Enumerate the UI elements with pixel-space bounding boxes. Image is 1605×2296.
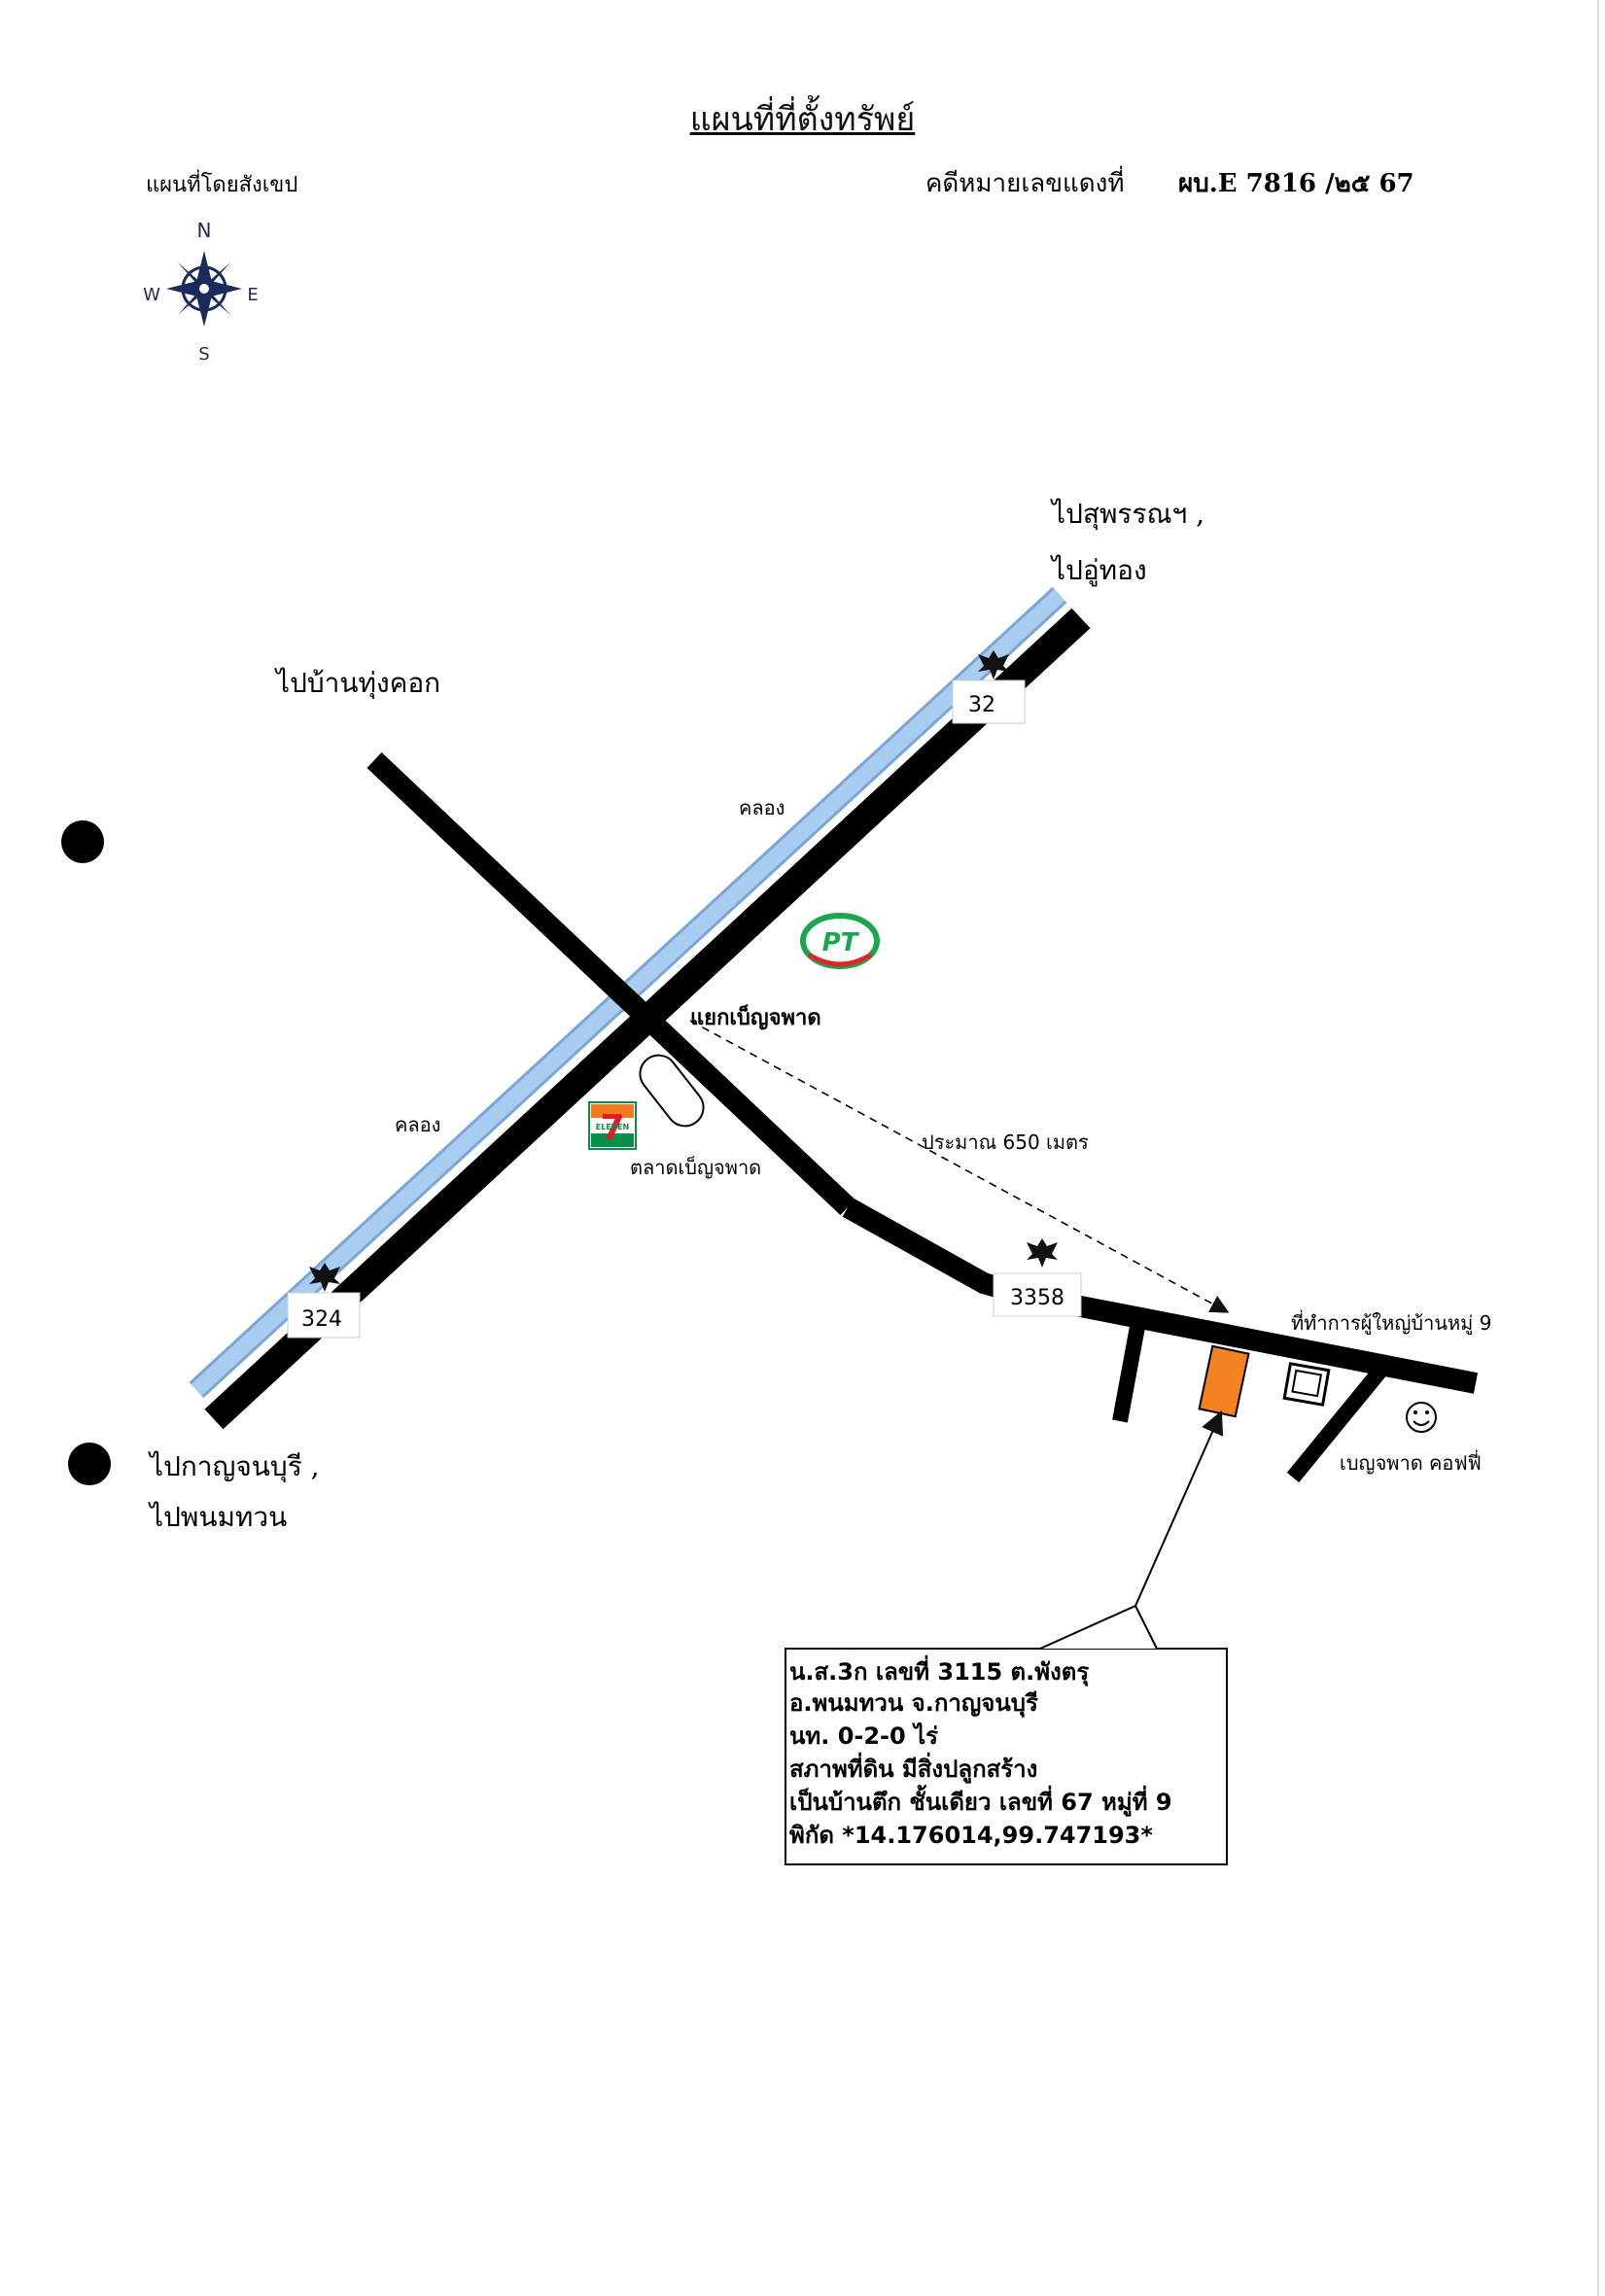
direction-uthong: ไปอู่ทอง bbox=[1050, 554, 1147, 587]
property-callout: น.ส.3ก เลขที่ 3115 ต.พังตรุ อ.พนมทวน จ.ก… bbox=[785, 1410, 1228, 1865]
map-type-label: แผนที่โดยสังเขป bbox=[146, 169, 297, 197]
canal-label-north: คลอง bbox=[739, 796, 785, 819]
road-3358-label: 3358 bbox=[1010, 1286, 1064, 1310]
direction-kanchanaburi: ไปกาญจนบุรี , bbox=[148, 1450, 320, 1483]
property-info-line-1: น.ส.3ก เลขที่ 3115 ต.พังตรุ bbox=[789, 1654, 1089, 1687]
road-324-box bbox=[287, 1292, 361, 1339]
smiley-icon bbox=[1406, 1402, 1437, 1433]
compass-north: N bbox=[197, 219, 212, 242]
garuda-emblem-icon bbox=[978, 650, 1009, 679]
road-thung-khok bbox=[366, 752, 855, 1215]
direction-suphan: ไปสุพรรณฯ , bbox=[1050, 498, 1204, 531]
page-title: แผนที่ที่ตั้งทรัพย์ bbox=[689, 100, 916, 139]
compass-south: S bbox=[198, 344, 209, 365]
punch-hole-bottom bbox=[68, 1443, 111, 1485]
direction-phanom-thuan: ไปพนมทวน bbox=[148, 1501, 287, 1533]
distance-label: ประมาณ 650 เมตร bbox=[922, 1131, 1089, 1154]
garuda-emblem-icon bbox=[309, 1263, 340, 1292]
road-32-box bbox=[952, 679, 1026, 724]
compass-west: W bbox=[143, 285, 160, 305]
seven-eleven-numeral: 7 bbox=[600, 1108, 624, 1148]
property-info-line-5: เป็นบ้านตึก ชั้นเดียว เลขที่ 67 หมู่ที่ … bbox=[789, 1784, 1172, 1817]
market-building bbox=[639, 1054, 705, 1128]
distance-line bbox=[689, 1020, 1230, 1313]
case-number: ผบ.E 7816 /๒๕ 67 bbox=[1178, 169, 1414, 198]
road-324-label: 324 bbox=[301, 1307, 342, 1332]
direction-thung-khok: ไปบ้านทุ่งคอก bbox=[274, 667, 440, 700]
headman-office-label: ที่ทำการผู้ใหญ่บ้านหมู่ 9 bbox=[1291, 1309, 1491, 1336]
local-road-east bbox=[1028, 1286, 1479, 1394]
junction-label: แยกเบ็ญจพาด bbox=[690, 1003, 821, 1030]
pt-station-logo: PT bbox=[800, 913, 880, 969]
side-lane-1 bbox=[1112, 1314, 1147, 1423]
seven-eleven-logo: 7 ELEVEN bbox=[588, 1101, 637, 1150]
property-info-line-2: อ.พนมทวน จ.กาญจนบุรี bbox=[789, 1689, 1038, 1719]
coffee-shop-label: เบญจพาด คอฟฟี่ bbox=[1340, 1449, 1482, 1475]
garuda-emblem-icon bbox=[1027, 1238, 1058, 1268]
property-info-line-3: นท. 0-2-0 ไร่ bbox=[789, 1722, 938, 1750]
pt-logo-text: PT bbox=[822, 928, 860, 957]
headman-office-icon bbox=[1282, 1362, 1331, 1407]
side-lane-2 bbox=[1286, 1365, 1387, 1483]
callout-arrow bbox=[1134, 1410, 1224, 1607]
property-info-line-4: สภาพที่ดิน มีสิ่งปลูกสร้าง bbox=[789, 1752, 1037, 1784]
property-info-line-6: พิกัด *14.176014,99.747193* bbox=[789, 1822, 1153, 1849]
road-3358-box bbox=[993, 1272, 1082, 1317]
property-marker bbox=[1198, 1344, 1250, 1418]
compass-rose-icon bbox=[166, 251, 242, 327]
canal-label-south: คลอง bbox=[395, 1113, 440, 1136]
market-label: ตลาดเบ็ญจพาด bbox=[630, 1155, 761, 1179]
punch-hole-top bbox=[61, 820, 104, 863]
seven-eleven-word: ELEVEN bbox=[596, 1123, 629, 1131]
case-label: คดีหมายเลขแดงที่ bbox=[925, 165, 1124, 198]
road-32-label: 32 bbox=[968, 693, 995, 717]
compass-east: E bbox=[247, 285, 258, 305]
